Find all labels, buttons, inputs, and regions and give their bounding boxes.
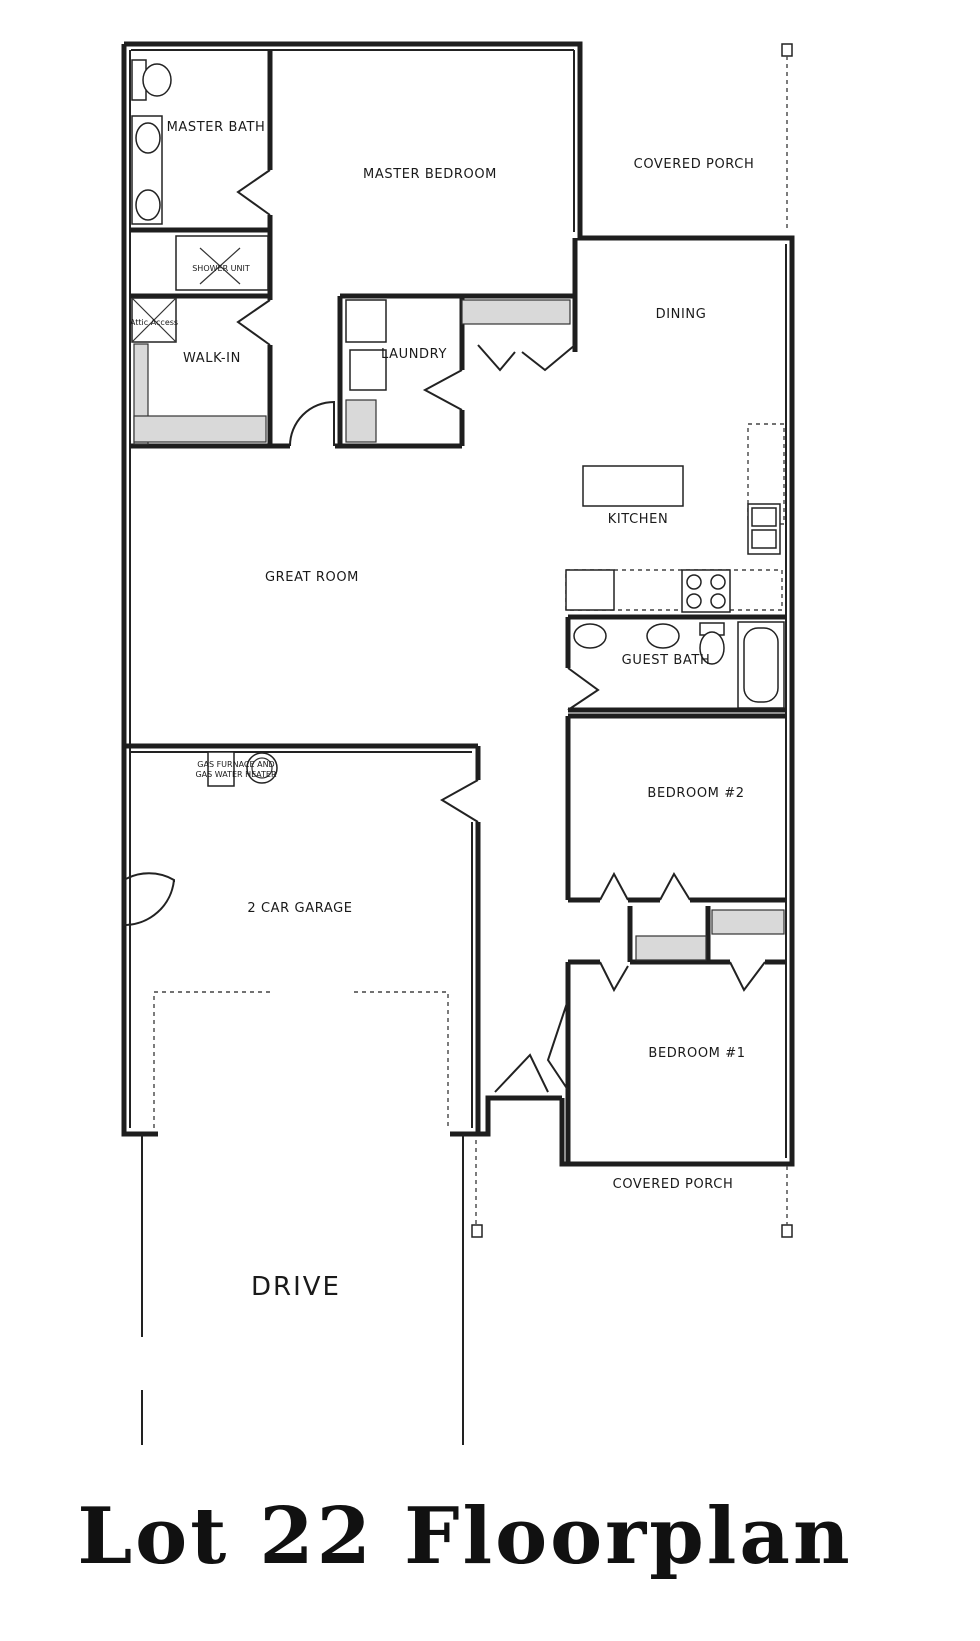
- label-great-room: GREAT ROOM: [265, 570, 359, 585]
- floorplan-title: Lot 22 Floorplan: [77, 1491, 852, 1582]
- interior-walls: [124, 50, 786, 1164]
- label-covered-porch-top: COVERED PORCH: [634, 157, 755, 172]
- label-dining: DINING: [656, 307, 707, 322]
- label-attic-access: Attic Access: [130, 318, 178, 327]
- label-kitchen: KITCHEN: [608, 512, 669, 527]
- fixtures: [131, 43, 793, 1238]
- label-laundry: LAUNDRY: [381, 347, 447, 362]
- room-labels: MASTER BATH MASTER BEDROOM COVERED PORCH…: [130, 120, 754, 1302]
- door-swings: [123, 169, 766, 1093]
- label-master-bath: MASTER BATH: [167, 120, 266, 135]
- label-garage: 2 CAR GARAGE: [247, 901, 352, 916]
- label-furnace: GAS FURNACE AND: [197, 760, 274, 769]
- label-master-bedroom: MASTER BEDROOM: [363, 167, 497, 182]
- label-drive: DRIVE: [251, 1272, 341, 1302]
- label-shower-unit: SHOWER UNIT: [192, 264, 250, 273]
- label-water-heater: GAS WATER HEATER: [195, 770, 277, 779]
- label-covered-porch-bottom: COVERED PORCH: [613, 1177, 734, 1192]
- site-lines: [141, 56, 788, 1445]
- label-walk-in: WALK-IN: [183, 351, 241, 366]
- label-bedroom-2: BEDROOM #2: [647, 786, 744, 801]
- label-guest-bath: GUEST BATH: [622, 653, 711, 668]
- label-bedroom-1: BEDROOM #1: [648, 1046, 745, 1061]
- closet-shelves: [133, 299, 785, 961]
